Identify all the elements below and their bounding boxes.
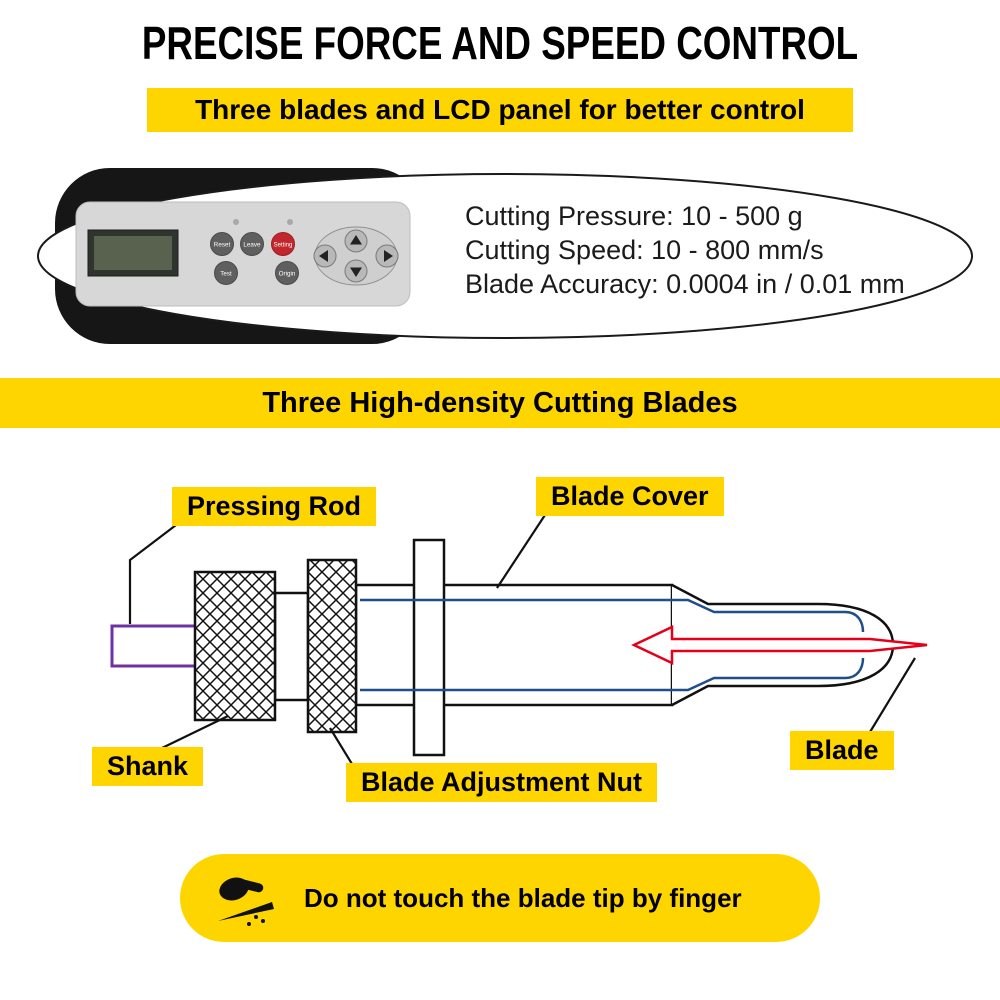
adjustment-nut-shape xyxy=(306,558,358,734)
label-blade: Blade xyxy=(790,731,894,770)
indicator-dot xyxy=(233,219,239,225)
left-arrow-icon xyxy=(319,250,328,262)
label-pressing-rod: Pressing Rod xyxy=(172,487,377,526)
label-blade-adjustment-nut: Blade Adjustment Nut xyxy=(346,763,658,802)
indicator-dot xyxy=(287,219,293,225)
dpad-cluster xyxy=(313,226,399,286)
down-arrow-icon xyxy=(350,267,362,277)
lcd-display-area xyxy=(94,236,172,270)
label-blade-cover: Blade Cover xyxy=(536,477,724,516)
pressing-rod-shape xyxy=(110,624,198,668)
subtitle-text: Three blades and LCD panel for better co… xyxy=(195,94,805,125)
setting-button: Setting xyxy=(271,232,295,256)
spec-cutting-speed: Cutting Speed: 10 - 800 mm/s xyxy=(465,235,824,265)
blade-holder-diagram xyxy=(110,514,928,765)
flange xyxy=(412,538,446,757)
origin-button: Origin xyxy=(275,261,299,285)
shank-leader-line xyxy=(161,715,229,749)
pressing-rod-leader-line xyxy=(128,521,181,624)
warning-banner: Do not touch the blade tip by finger xyxy=(180,854,820,942)
label-shank: Shank xyxy=(92,747,204,786)
reset-button-label: Reset xyxy=(214,241,231,248)
origin-button-label: Origin xyxy=(279,270,296,277)
reset-button: Reset xyxy=(210,232,234,256)
spec-blade-accuracy: Blade Accuracy: 0.0004 in / 0.01 mm xyxy=(465,269,905,299)
leave-button-label: Leave xyxy=(243,241,261,248)
blade-cover-leader-line xyxy=(496,514,546,589)
spec-cutting-pressure: Cutting Pressure: 10 - 500 g xyxy=(465,201,803,231)
test-button: Test xyxy=(214,261,238,285)
page-title: PRECISE FORCE AND SPEED CONTROL xyxy=(141,17,859,69)
setting-button-label: Setting xyxy=(274,242,293,248)
section-banner: Three High-density Cutting Blades xyxy=(0,378,1000,428)
blade-leader-line xyxy=(869,657,916,733)
blade-shape xyxy=(631,625,928,665)
leave-button: Leave xyxy=(240,232,264,256)
up-arrow-icon xyxy=(350,235,362,245)
control-panel-face xyxy=(75,201,411,307)
nut-leader-line xyxy=(329,727,353,765)
right-arrow-icon xyxy=(384,250,393,262)
inner-bore-bottom xyxy=(360,657,865,692)
hand-blade-icon xyxy=(218,877,274,926)
test-button-label: Test xyxy=(220,270,232,277)
inner-bore-top xyxy=(360,598,865,633)
shank-shape xyxy=(193,570,277,722)
section-title: Three High-density Cutting Blades xyxy=(262,386,738,419)
connector-section xyxy=(273,591,310,702)
control-panel-scene: Reset Leave Setting Test Origin xyxy=(37,168,973,344)
warning-text: Do not touch the blade tip by finger xyxy=(304,882,742,913)
blade-cover-body xyxy=(354,583,674,707)
subtitle-banner: Three blades and LCD panel for better co… xyxy=(147,88,853,132)
